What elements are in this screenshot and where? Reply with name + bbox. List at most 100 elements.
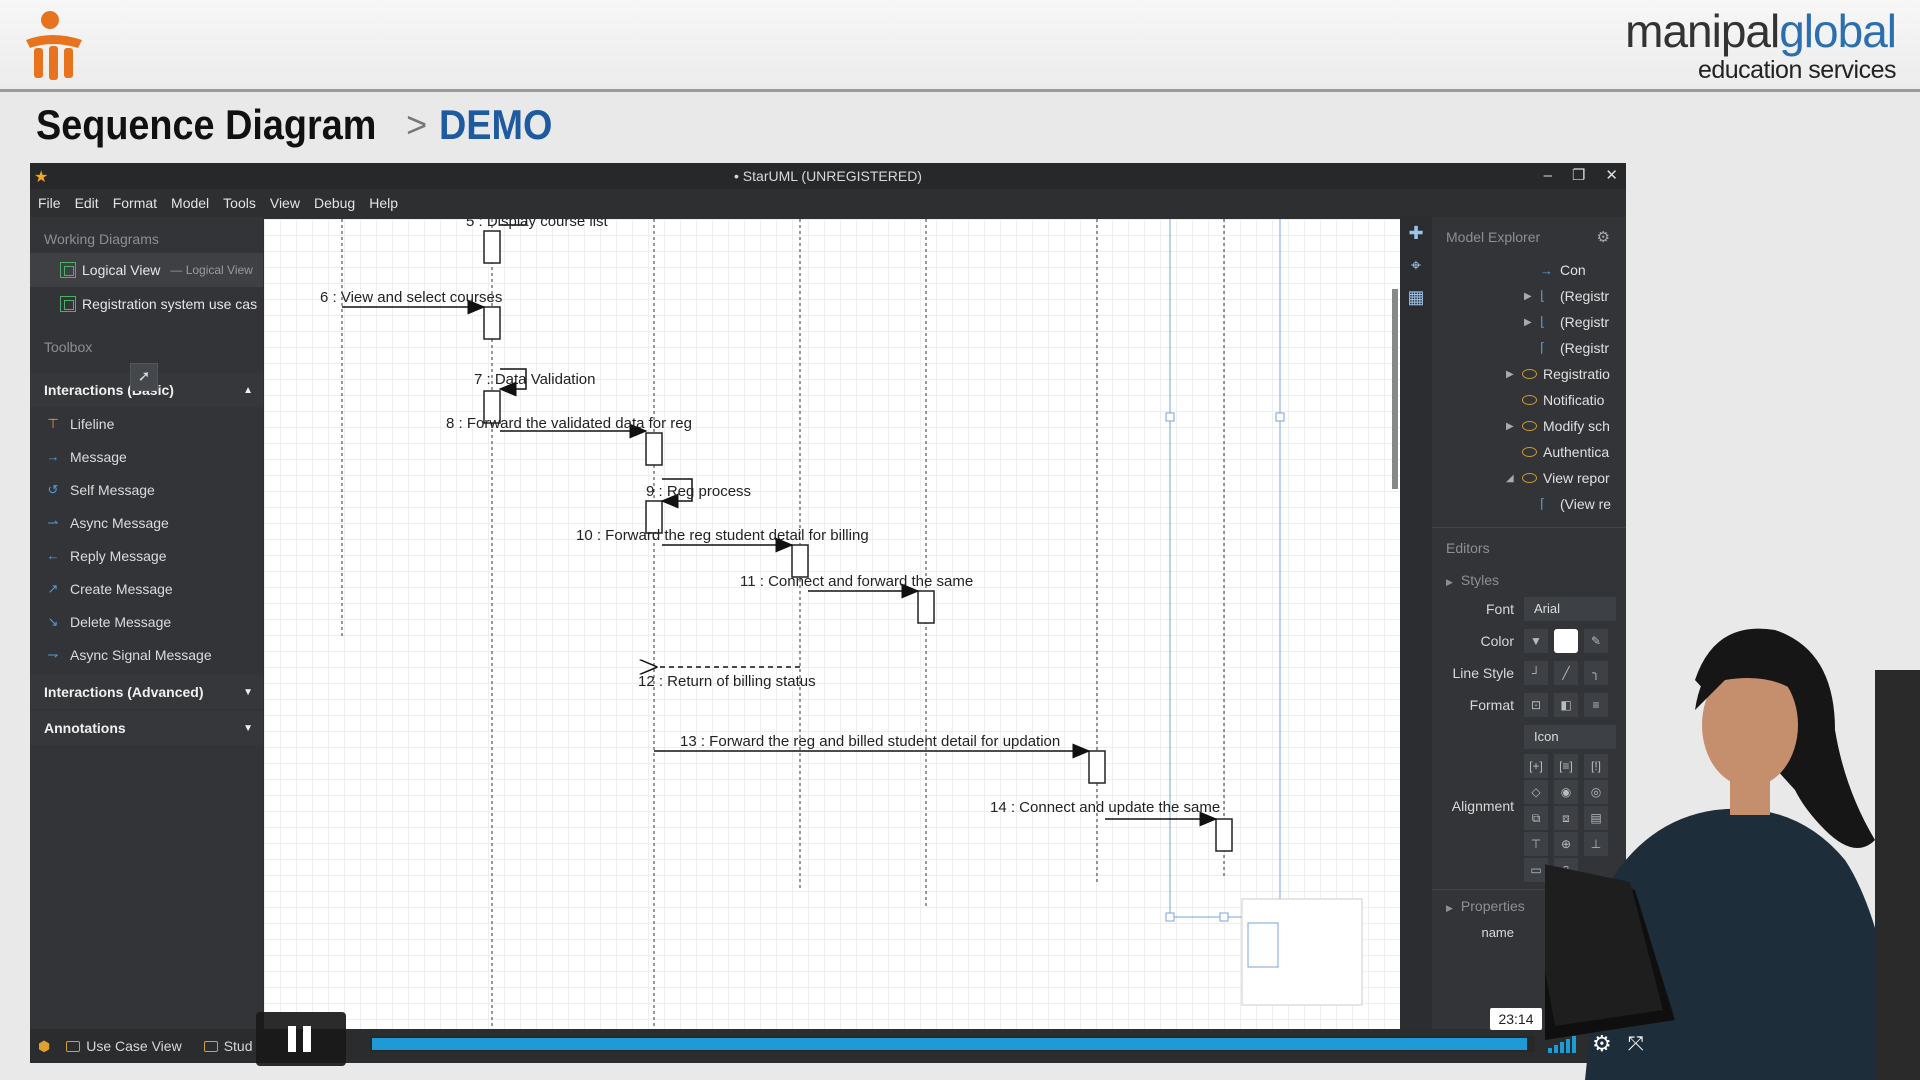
video-progress-bar[interactable] — [370, 1036, 1535, 1052]
tree-item[interactable]: ▶⌊(Registr — [1432, 309, 1626, 335]
line-color-icon[interactable]: ✎ — [1584, 629, 1608, 653]
tree-item[interactable]: ▶⌊(Registr — [1432, 283, 1626, 309]
oblique-icon[interactable]: ╱ — [1554, 661, 1578, 685]
rounded-icon[interactable]: ╮ — [1584, 661, 1608, 685]
tool-create-message[interactable]: ↗ Create Message — [30, 572, 263, 605]
tab-use-case-view[interactable]: Use Case View — [60, 1038, 187, 1054]
message-label-6[interactable]: 6 : View and select courses — [320, 289, 503, 306]
auto-resize-icon[interactable]: ⊡ — [1524, 693, 1548, 717]
fullscreen-icon[interactable]: ⤧ — [1627, 1032, 1644, 1055]
diagram-canvas[interactable]: 5 : Display course list 6 : View and sel… — [264, 219, 1400, 1029]
menu-view[interactable]: View — [269, 195, 300, 211]
styles-section[interactable]: ▶Styles — [1432, 567, 1626, 593]
color-row: Color ▼ ✎ — [1432, 625, 1626, 657]
message-label-12[interactable]: 12 : Return of billing status — [638, 673, 816, 690]
message-label-8[interactable]: 8 : Forward the validated data for reg — [446, 415, 692, 432]
suppress-operations-icon[interactable]: ◉ — [1554, 780, 1578, 804]
settings-gear-icon[interactable]: ⚙ — [1592, 1031, 1612, 1056]
tab-student[interactable]: Stud — [198, 1038, 259, 1054]
shadow-icon[interactable]: ◧ — [1554, 693, 1578, 717]
tool-reply-message[interactable]: ←Reply Message — [30, 539, 263, 572]
folder-icon — [203, 1040, 218, 1052]
tree-label: Con — [1560, 262, 1586, 278]
tool-async-signal-message[interactable]: ⇁Async Signal Message — [30, 638, 263, 671]
toolbox-title: Toolbox — [44, 339, 93, 355]
create-message-icon: ↗ — [47, 580, 59, 596]
window-title: • StarUML (UNREGISTERED) — [30, 163, 1626, 189]
maximize-button[interactable]: ❐ — [1571, 167, 1586, 184]
tool-async-message[interactable]: ⇀Async Message — [30, 506, 263, 539]
message-label-11[interactable]: 11 : Connect and forward the same — [740, 573, 974, 590]
suppress-attributes-icon[interactable]: ◇ — [1524, 780, 1548, 804]
show-property-icon[interactable]: [!] — [1584, 754, 1608, 778]
editors-title: Editors — [1432, 527, 1626, 567]
show-visibility-icon[interactable]: [+] — [1524, 754, 1548, 778]
volume-icon[interactable] — [1548, 1035, 1576, 1053]
tree-item[interactable]: ⌈(Registr — [1432, 335, 1626, 361]
extensions-icon[interactable]: ✚ — [1408, 223, 1424, 243]
message-label-13[interactable]: 13 : Forward the reg and billed student … — [680, 733, 1061, 750]
stereotype-display-field[interactable]: Icon — [1524, 725, 1616, 749]
message-label-14[interactable]: 14 : Connect and update the same — [990, 799, 1221, 816]
tree-item[interactable]: →Con — [1432, 257, 1626, 283]
font-field[interactable]: Arial — [1524, 597, 1616, 621]
menu-help[interactable]: Help — [369, 195, 399, 211]
minimize-button[interactable]: – — [1543, 167, 1552, 184]
suppress-literals-icon[interactable]: ◎ — [1584, 780, 1608, 804]
tree-item[interactable]: Authentica — [1432, 439, 1626, 465]
tree-item[interactable]: ⌈(View re — [1432, 491, 1626, 517]
sequence-diagram — [341, 219, 1363, 1029]
menu-tools[interactable]: Tools — [223, 195, 256, 211]
properties-section[interactable]: ▶Properties — [1432, 889, 1626, 919]
menu-file[interactable]: File — [38, 195, 61, 211]
navigate-icon[interactable]: ⌖ — [1410, 255, 1422, 275]
tree-item[interactable]: ◢View repor — [1432, 465, 1626, 491]
linestyle-row: Line Style ┘ ╱ ╮ — [1432, 657, 1626, 689]
align-left-icon[interactable]: ⧉ — [1524, 806, 1548, 830]
layout-icon[interactable]: ▦ — [1407, 287, 1425, 307]
group-interactions-advanced[interactable]: Interactions (Advanced) ▼ — [30, 675, 263, 709]
tree-item[interactable]: ▶Registratio — [1432, 361, 1626, 387]
tool-message[interactable]: →Message — [30, 440, 263, 473]
pause-button[interactable] — [256, 1012, 346, 1066]
align-center-icon[interactable]: ⧈ — [1554, 806, 1578, 830]
working-diagram-registration[interactable]: Registration system use cas — [30, 287, 263, 321]
activation-box — [483, 390, 501, 424]
group-annotations[interactable]: Annotations ▼ — [30, 711, 263, 745]
message-label-7[interactable]: 7 : Data Validation — [474, 371, 596, 388]
tool-self-message[interactable]: ↺Self Message — [30, 473, 263, 506]
show-namespace-icon[interactable]: [≡] — [1554, 754, 1578, 778]
space-equal-vertical-icon[interactable]: ▭ — [1524, 858, 1548, 882]
suppress-buttons-row: Alignment ◇ ◉ ◎ — [1432, 779, 1626, 814]
color-swatch[interactable] — [1554, 629, 1578, 653]
align-top-icon[interactable]: ⊤ — [1524, 832, 1548, 856]
menu-debug[interactable]: Debug — [313, 195, 356, 211]
align-bottom-icon[interactable]: ⊥ — [1584, 832, 1608, 856]
message-label-5[interactable]: 5 : Display course list — [466, 219, 608, 230]
menu-format[interactable]: Format — [112, 195, 158, 211]
message-label-9[interactable]: 9 : Reg process — [646, 483, 752, 500]
settings-gear-icon[interactable]: ⚙ — [1596, 229, 1610, 246]
close-button[interactable]: ✕ — [1605, 167, 1618, 184]
tool-delete-message[interactable]: ↘Delete Message — [30, 605, 263, 638]
align-right-icon[interactable]: ▤ — [1584, 806, 1608, 830]
rectilinear-icon[interactable]: ┘ — [1524, 661, 1548, 685]
message-label-10[interactable]: 10 : Forward the reg student detail for … — [576, 527, 869, 544]
working-diagram-logical-view[interactable]: Logical View — Logical View — [30, 253, 263, 287]
left-panel: Working Diagrams Logical View — Logical … — [30, 217, 263, 1029]
menu-model[interactable]: Model — [171, 195, 210, 211]
relation-icon: ⌈ — [1540, 340, 1546, 355]
tool-lifeline[interactable]: ⊤Lifeline — [30, 407, 263, 440]
fill-color-icon[interactable]: ▼ — [1524, 629, 1548, 653]
tool-label: Create Message — [70, 580, 173, 597]
working-diagrams-title: Working Diagrams — [44, 231, 159, 247]
format-buttons-row: [+] [≡] [!] — [1432, 753, 1626, 779]
pointer-tool-button[interactable]: ➚ — [130, 363, 158, 391]
linestyle-label: Line Style — [1452, 665, 1514, 681]
tree-item[interactable]: ▶Modify sch — [1432, 413, 1626, 439]
menu-edit[interactable]: Edit — [74, 195, 99, 211]
tree-item[interactable]: Notificatio — [1432, 387, 1626, 413]
word-wrap-icon[interactable]: ≡ — [1584, 693, 1608, 717]
canvas-scrollbar[interactable] — [1392, 289, 1398, 489]
align-middle-icon[interactable]: ⊕ — [1554, 832, 1578, 856]
